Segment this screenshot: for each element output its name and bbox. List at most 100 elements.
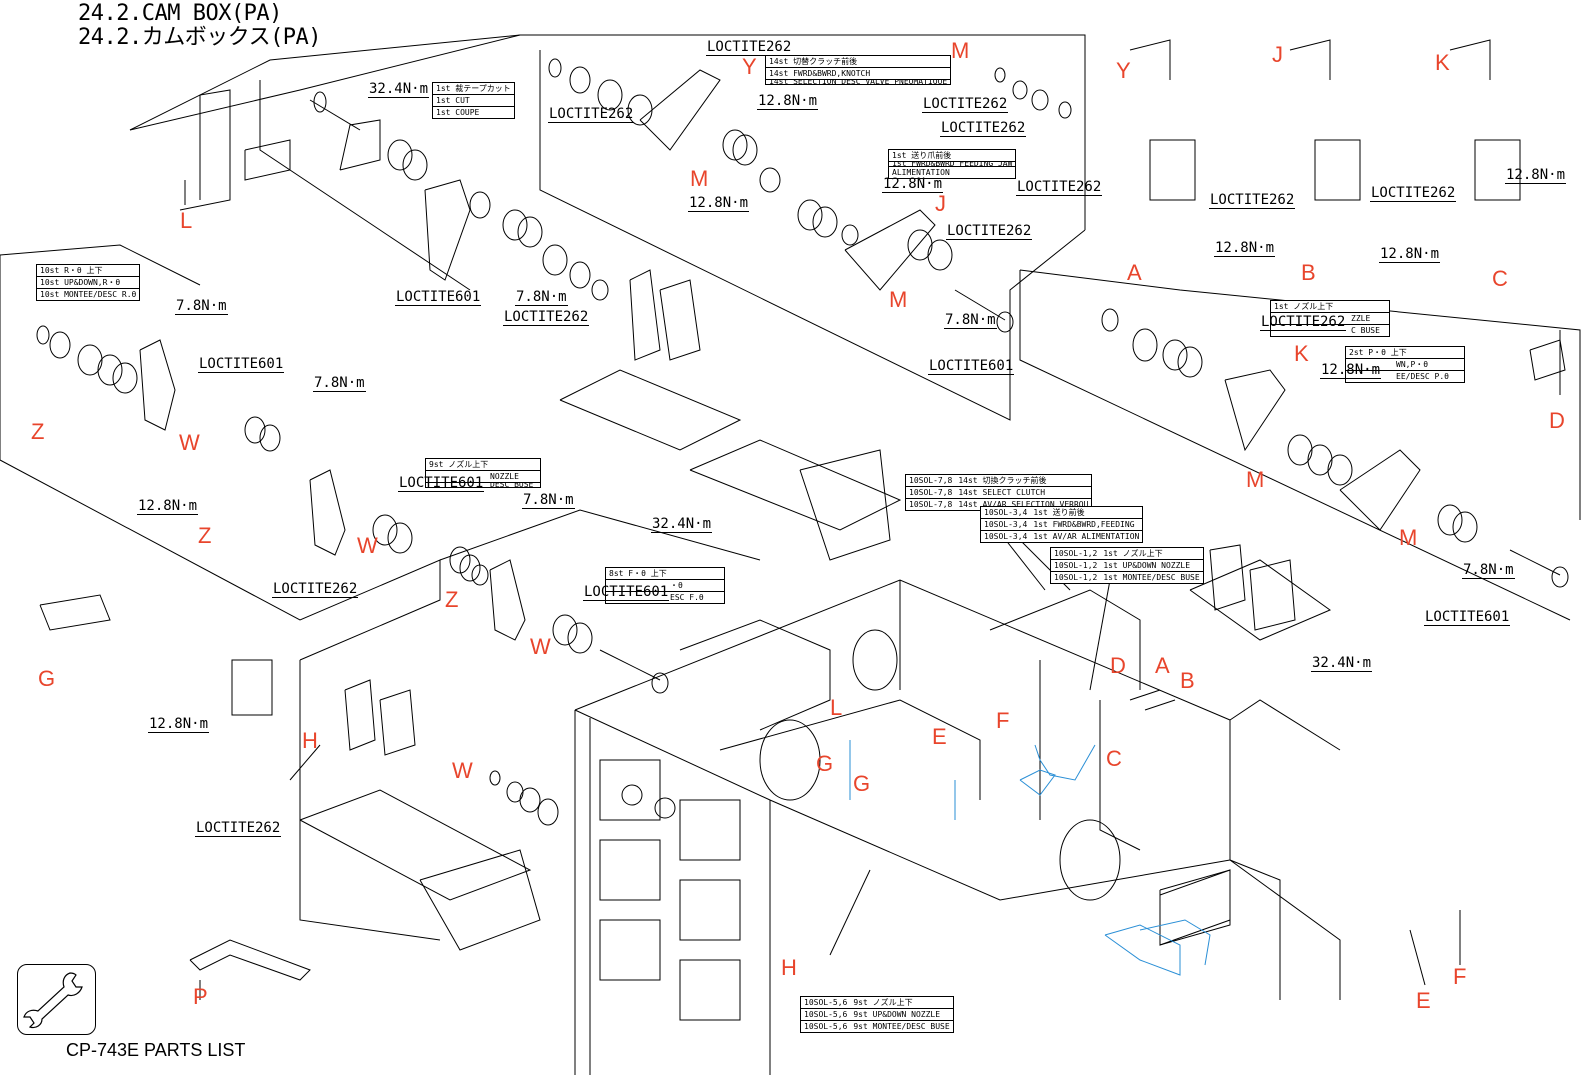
torque-label: 32.4N·m [1311,655,1373,672]
table-cell: 1st ノズル上下 [1270,300,1390,313]
ref-letter: G [853,771,871,796]
loctite-label: LOCTITE262 [946,223,1033,240]
torque-label: 7.8N·m [313,375,366,392]
table-cell: 14st SELECT CLUTCH [955,486,1093,499]
table-cell: 1st AV/AR ALIMENTATION [1030,530,1144,543]
ref-letter: G [816,751,834,776]
ref-letter: D [1110,653,1126,678]
label-table-r-theta: 10st R・θ 上下 10st UP&DOWN,R・θ 10st MONTEE… [35,264,141,301]
torque-label: 12.8N·m [1505,167,1567,184]
cam-box-frame [574,579,1341,1075]
table-cell: 10SOL-1,2 [1050,571,1101,584]
torque-label: 12.8N·m [757,93,819,110]
ref-letter: C [1492,266,1508,291]
brackets-and-blocks [39,89,1566,981]
torque-label: 12.8N·m [688,195,750,212]
leader-lines [184,180,1561,1000]
ref-letter: B [1301,260,1316,285]
table-cell: 9st ノズル上下 [850,996,954,1009]
table-cell: 1st COUPE [432,106,515,119]
table-cell: 1st CUT [432,94,515,107]
torque-label: 32.4N·m [368,81,430,98]
torque-label: 12.8N·m [1320,362,1382,379]
table-cell: 10SOL-3,4 [980,518,1031,531]
table-cell: 10st R・θ 上下 [35,264,141,277]
loctite-label: LOCTITE262 [1370,185,1457,202]
loctite-label: LOCTITE262 [940,120,1027,137]
loctite-label: LOCTITE601 [928,358,1015,375]
torque-label: 7.8N·m [1462,562,1515,579]
loctite-label: LOCTITE262 [1260,314,1347,331]
wrench-icon [17,964,96,1035]
torque-label: 7.8N·m [515,289,568,306]
ref-letter: J [935,191,946,216]
table-cell: 1st ノズル上下 [1100,547,1204,560]
table-cell: 1st 裁テープカット [432,82,515,95]
torque-label: 7.8N·m [175,298,228,315]
table-cell: 10SOL-3,4 [980,530,1031,543]
torque-label: 7.8N·m [522,492,575,509]
highlighted-parts [849,740,1211,976]
label-table-clutch: 14st 切替クラッチ前後 14st FWRD&BWRD,KNOTCH 14st… [764,55,952,85]
torque-label: 12.8N·m [882,176,944,193]
loctite-label: LOCTITE262 [548,106,635,123]
ref-letter: M [1246,467,1265,492]
label-table-f-theta: 8st F・θ 上下 ・θ ESC F.θ [605,567,725,604]
label-table-cut: 1st 裁テープカット 1st CUT 1st COUPE [432,82,515,119]
table-cell: 10SOL-1,2 [1050,559,1101,572]
ref-letter: B [1180,668,1195,693]
footer-text: CP-743E PARTS LIST [66,1040,246,1060]
ref-letter: E [1416,988,1431,1013]
table-cell: 9st MONTEE/DESC BUSE [850,1020,954,1033]
torque-label: 7.8N·m [944,312,997,329]
ref-letter: K [1294,341,1309,366]
loctite-label: LOCTITE601 [198,356,285,373]
table-cell: 10SOL-1,2 [1050,547,1101,560]
shafts-and-bearings [36,58,1569,826]
table-cell: 10st MONTEE/DESC R.θ [35,288,141,301]
ref-letter: Z [198,523,212,548]
pneumatic-cylinders [231,39,1521,716]
table-cell: 1st MONTEE/DESC BUSE [1100,571,1204,584]
ref-letter: D [1549,408,1565,433]
ref-letter: H [781,955,797,980]
table-cell: 1st 送り前後 [1030,506,1144,519]
torque-label: 12.8N·m [1214,240,1276,257]
ref-letter: Y [1116,58,1131,83]
table-cell: 1st UP&DOWN NOZZLE [1100,559,1204,572]
table-cell: 10SOL-7,8 [905,498,956,511]
ref-letter: W [357,533,378,558]
torque-label: 12.8N·m [148,716,210,733]
ref-letter: K [1435,50,1450,75]
ref-letter: M [951,38,970,63]
loctite-label: LOCTITE262 [272,581,359,598]
ref-letter: C [1106,746,1122,771]
table-cell: 10SOL-5,6 [800,1008,851,1021]
table-cell: 10st UP&DOWN,R・θ [35,276,141,289]
ref-letter: W [452,758,473,783]
ref-letter: F [1453,964,1467,989]
table-cell: 1st FWRD&BWRD FEEDING JAW [887,161,1017,167]
table-cell: DESC BUSE [425,482,541,488]
cam-levers [139,69,1421,641]
table-cell: 10SOL-7,8 [905,474,956,487]
table-cell: 14st 切換クラッチ前後 [955,474,1093,487]
ref-letter: J [1272,42,1283,67]
torque-label: 12.8N·m [1379,246,1441,263]
loctite-label: LOCTITE262 [1016,179,1103,196]
loctite-label: LOCTITE601 [1424,609,1511,626]
table-cell: 9st UP&DOWN NOZZLE [850,1008,954,1021]
table-cell: 10SOL-5,6 [800,996,851,1009]
table-cell: 14st SELECTION DESC VALVE PNEUMATIQUE [764,79,952,85]
loctite-label: LOCTITE601 [583,584,670,601]
table-cell: 14st 切替クラッチ前後 [764,55,952,68]
